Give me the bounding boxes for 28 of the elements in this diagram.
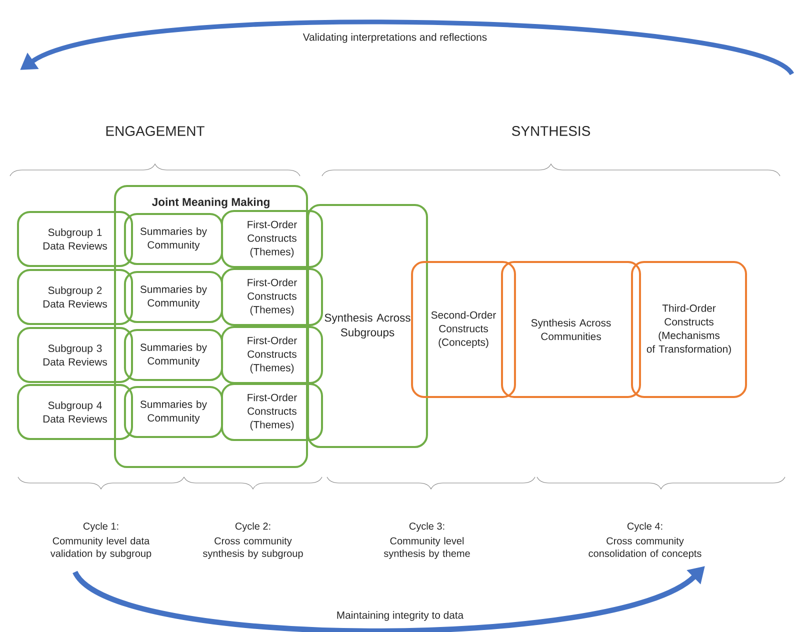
cycle-label: Cycle 1: bbox=[83, 522, 118, 532]
cycle-description: Community level data validation by subgroup bbox=[50, 537, 152, 559]
process-box: First-Order Constructs (Themes) bbox=[221, 210, 323, 268]
process-box: First-Order Constructs (Themes) bbox=[221, 326, 323, 384]
process-box: Summaries by Community bbox=[124, 329, 224, 381]
process-box: Third-Order Constructs (Mechanisms of Transformation) bbox=[631, 261, 747, 398]
cycle-label: Cycle 4: bbox=[627, 522, 662, 532]
process-box: Second-Order Constructs (Concepts) bbox=[411, 261, 516, 398]
process-box: Summaries by Community bbox=[124, 213, 224, 265]
process-box: Summaries by Community bbox=[124, 271, 224, 323]
cycle-description: Community level synthesis by theme bbox=[384, 537, 470, 559]
process-box: Synthesis Across Communities bbox=[501, 261, 641, 398]
arrow-label: Maintaining integrity to data bbox=[337, 611, 464, 621]
cycle-label: Cycle 3: bbox=[409, 522, 444, 532]
heading-label: ENGAGEMENT bbox=[106, 126, 204, 136]
process-box: Subgroup 3 Data Reviews bbox=[17, 327, 133, 383]
cycle-label: Cycle 2: bbox=[235, 522, 270, 532]
process-box: Synthesis Across Subgroups bbox=[307, 204, 428, 448]
process-box: Summaries by Community bbox=[124, 386, 224, 438]
process-box: First-Order Constructs (Themes) bbox=[221, 383, 323, 441]
process-box: Subgroup 2 Data Reviews bbox=[17, 269, 133, 325]
cycle-description: Cross community consolidation of concepts bbox=[588, 537, 702, 559]
process-box: Subgroup 4 Data Reviews bbox=[17, 384, 133, 440]
arrow-label: Validating interpretations and reflections bbox=[302, 33, 487, 43]
process-box: First-Order Constructs (Themes) bbox=[221, 268, 323, 326]
heading-label: SYNTHESIS bbox=[512, 126, 590, 136]
process-box: Subgroup 1 Data Reviews bbox=[17, 211, 133, 267]
cycle-description: Cross community synthesis by subgroup bbox=[202, 537, 303, 559]
